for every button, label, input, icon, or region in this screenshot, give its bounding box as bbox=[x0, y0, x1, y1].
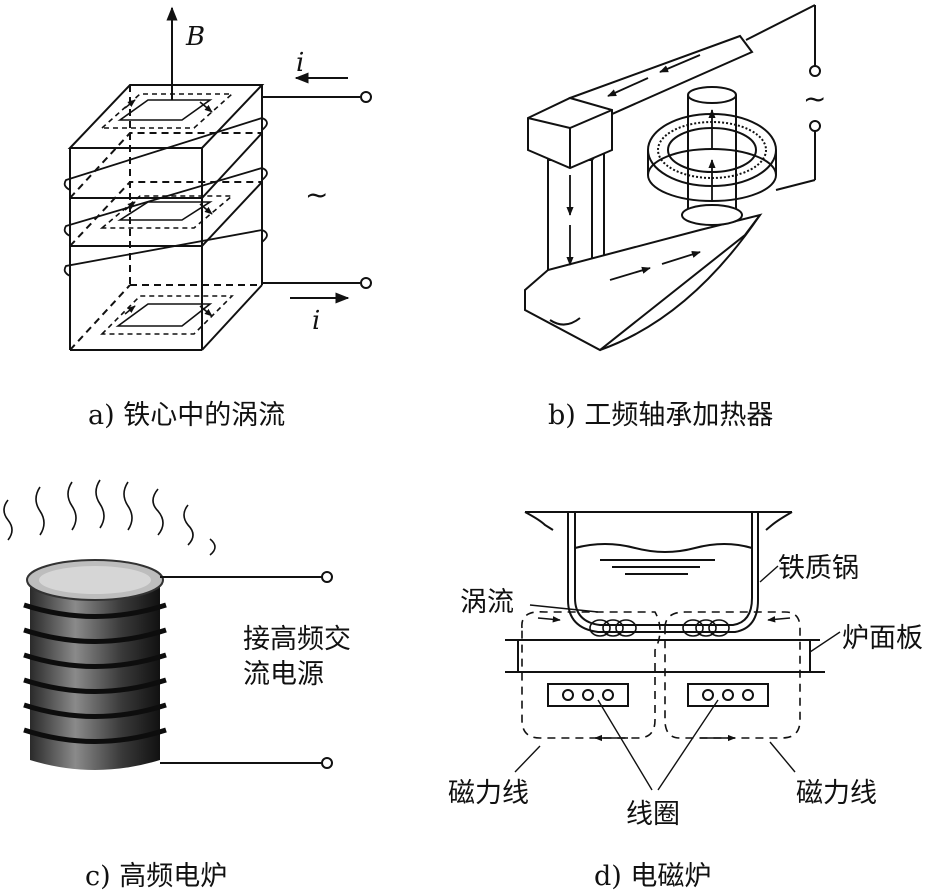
field-line-label-right: 磁力线 bbox=[796, 778, 877, 809]
terminal-top bbox=[360, 91, 372, 103]
caption-c: c) 高频电炉 bbox=[85, 861, 228, 892]
panel-c-furnace bbox=[3, 479, 333, 770]
panel-b-bearing-heater bbox=[524, 4, 821, 352]
ac-symbol-b: ~ bbox=[803, 82, 827, 115]
panel-d-induction-cooker bbox=[505, 511, 841, 791]
source-label-line2: 流电源 bbox=[243, 659, 324, 690]
caption-b: b) 工频轴承加热器 bbox=[548, 400, 774, 431]
source-label-line1: 接高频交 bbox=[243, 624, 351, 655]
current-label-top: i bbox=[296, 48, 305, 78]
terminal-bottom bbox=[360, 277, 372, 289]
field-line-label-left: 磁力线 bbox=[448, 778, 529, 809]
coil-label: 线圈 bbox=[626, 799, 680, 830]
caption-d: d) 电磁炉 bbox=[594, 861, 712, 892]
plate-label: 炉面板 bbox=[842, 623, 923, 654]
caption-a: a) 铁心中的涡流 bbox=[88, 400, 286, 431]
b-field-label: B bbox=[186, 22, 206, 52]
current-label-bottom: i bbox=[312, 306, 321, 336]
pot-label: 铁质锅 bbox=[778, 553, 859, 584]
heat-waves bbox=[3, 479, 216, 556]
panel-a-iron-core bbox=[63, 6, 372, 351]
eddy-label: 涡流 bbox=[460, 587, 514, 618]
ac-symbol-a: ~ bbox=[305, 178, 329, 211]
